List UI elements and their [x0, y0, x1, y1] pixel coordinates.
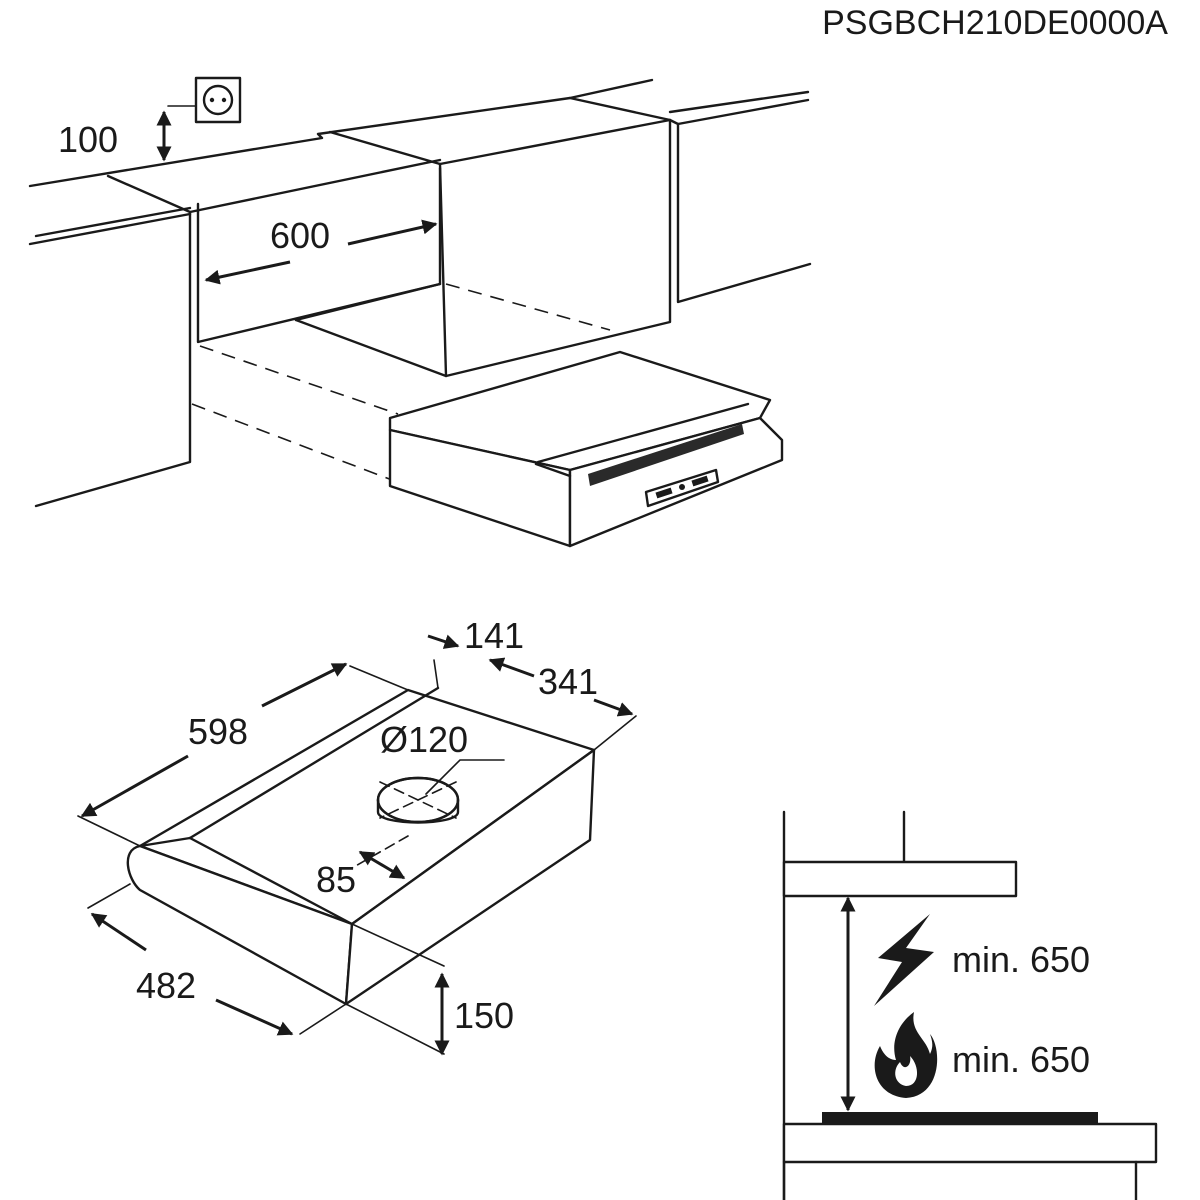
- duct-offset-arrow: [358, 850, 406, 880]
- height-label: 150: [454, 995, 514, 1036]
- depth-small-arrow: [427, 634, 460, 649]
- cabinet-width-arrow-right: [347, 219, 438, 246]
- inner-width-label: 482: [136, 965, 196, 1006]
- width-arrow-right: [261, 662, 348, 708]
- depth-label: 341: [538, 661, 598, 702]
- document-code: PSGBCH210DE0000A: [822, 4, 1168, 42]
- installation-scene: [28, 78, 812, 508]
- width-label: 598: [188, 711, 248, 752]
- flame-icon: [874, 1012, 938, 1098]
- power-socket: [167, 76, 242, 124]
- depth-small-label: 141: [464, 615, 524, 656]
- depth-arrow-right: [593, 698, 634, 717]
- electric-clearance-label: min. 650: [952, 939, 1090, 980]
- gas-clearance-label: min. 650: [952, 1039, 1090, 1080]
- cabinet-width-label: 600: [270, 215, 330, 256]
- socket-height-label: 100: [58, 119, 118, 160]
- inner-width-arrow-left: [90, 912, 147, 952]
- width-arrow-left: [80, 754, 189, 818]
- cabinet-width-arrow-left: [204, 260, 291, 285]
- depth-arrow-left: [488, 657, 535, 678]
- inner-width-arrow-right: [215, 998, 294, 1036]
- clearance-diagram: [782, 810, 1158, 1200]
- duct-offset-label: 85: [316, 859, 356, 900]
- hood-dimension-drawing: [77, 659, 637, 1055]
- lightning-icon: [874, 914, 934, 1006]
- installed-hood: [388, 350, 784, 548]
- duct-diameter-label: Ø120: [380, 719, 468, 760]
